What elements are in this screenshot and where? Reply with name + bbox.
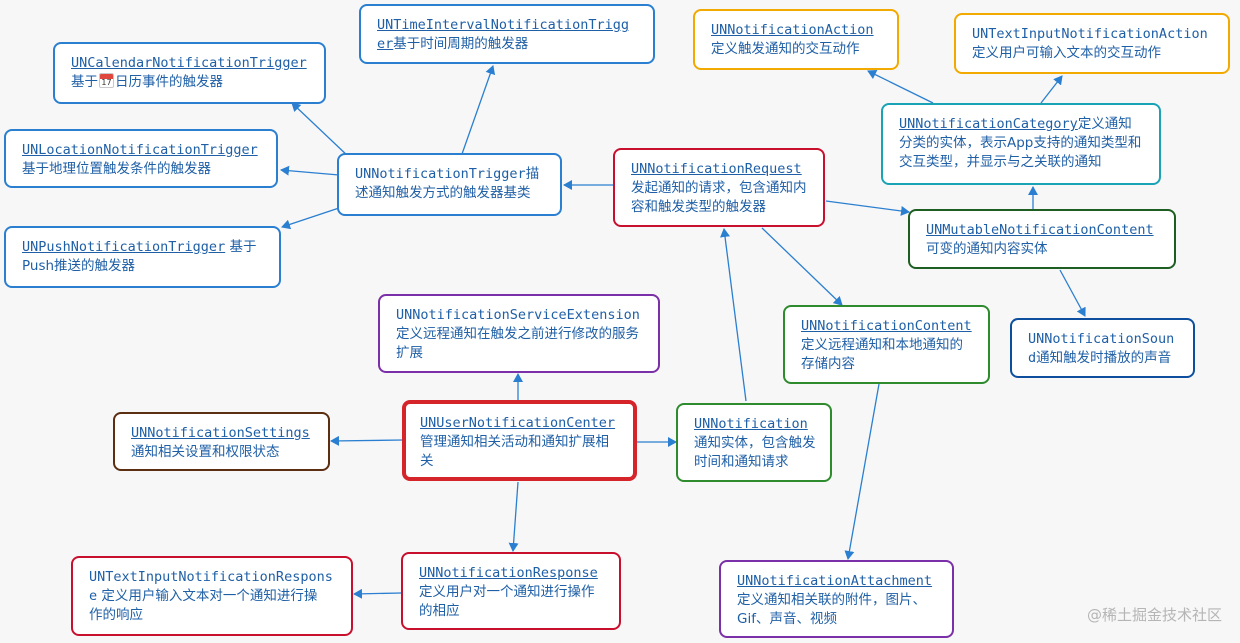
- node-title[interactable]: UNNotificationAttachment: [737, 573, 933, 589]
- node-desc: 通知触发时播放的声音: [1036, 350, 1172, 366]
- node-title-wrap[interactable]: d: [1028, 350, 1037, 366]
- edge-response-to-text-response: [353, 588, 402, 599]
- node-title[interactable]: UNNotificationContent: [801, 318, 972, 334]
- node-notification[interactable]: UNNotification 通知实体，包含触发时间和通知请求: [676, 403, 832, 482]
- node-desc: 作的响应: [89, 607, 143, 623]
- node-notification-request[interactable]: UNNotificationRequest 发起通知的请求，包含通知内容和触发类…: [613, 148, 825, 227]
- node-title[interactable]: UNUserNotificationCenter: [420, 415, 616, 431]
- node-title[interactable]: UNNotificationServiceExtension: [396, 307, 640, 323]
- node-desc: 定义通知相关联的附件，图片、Gif、声音、视频: [737, 592, 926, 627]
- node-location-trigger[interactable]: UNLocationNotificationTrigger 基于地理位置触发条件…: [4, 129, 278, 188]
- calendar-icon: 17: [99, 73, 114, 88]
- node-text-input-action[interactable]: UNTextInputNotificationAction 定义用户可输入文本的…: [954, 13, 1230, 74]
- edge-category-to-text-action: [1040, 75, 1063, 104]
- edge-request-to-content: [761, 227, 843, 306]
- node-notification-attachment[interactable]: UNNotificationAttachment 定义通知相关联的附件，图片、G…: [719, 560, 954, 638]
- node-title[interactable]: UNTextInputNotificationRespons: [89, 569, 333, 585]
- edge-content-to-attachment: [844, 383, 880, 560]
- node-title[interactable]: UNTextInputNotificationAction: [972, 26, 1208, 42]
- node-title[interactable]: UNNotificationCategory: [899, 116, 1078, 132]
- edge-mutable-to-sound: [1059, 269, 1086, 317]
- node-title-wrap[interactable]: e: [89, 588, 98, 604]
- edge-trigger-to-push: [281, 207, 340, 230]
- edge-category-to-action: [867, 70, 934, 104]
- edge-trigger-to-location: [280, 165, 340, 176]
- node-service-extension[interactable]: UNNotificationServiceExtension 定义远程通知在触发…: [378, 294, 660, 373]
- node-title[interactable]: UNNotificationRequest: [631, 161, 802, 177]
- node-title[interactable]: UNNotificationSettings: [131, 425, 310, 441]
- node-notification-category[interactable]: UNNotificationCategory定义通知 分类的实体，表示App支持…: [881, 103, 1161, 185]
- node-desc-prefix: 基于: [71, 74, 98, 90]
- node-desc: 定义远程通知和本地通知的存储内容: [801, 337, 963, 372]
- node-push-trigger[interactable]: UNPushNotificationTrigger 基于 Push推送的触发器: [4, 226, 281, 288]
- node-desc: 可变的通知内容实体: [926, 241, 1048, 257]
- node-desc: 通知相关设置和权限状态: [131, 444, 280, 460]
- node-notification-sound[interactable]: UNNotificationSoun d通知触发时播放的声音: [1010, 318, 1195, 378]
- node-desc: 日历事件的触发器: [115, 74, 223, 90]
- node-text-input-response[interactable]: UNTextInputNotificationRespons e 定义用户输入文…: [71, 556, 353, 636]
- node-desc: 管理通知相关活动和通知扩展相关: [420, 434, 609, 469]
- node-title[interactable]: UNTimeIntervalNotificationTrigg: [377, 17, 629, 33]
- node-title[interactable]: UNNotificationTrigger: [355, 166, 526, 182]
- node-notification-content[interactable]: UNNotificationContent 定义远程通知和本地通知的存储内容: [783, 305, 990, 384]
- node-time-interval-trigger[interactable]: UNTimeIntervalNotificationTrigg er基于时间周期…: [359, 4, 655, 64]
- node-title[interactable]: UNCalendarNotificationTrigger: [71, 55, 307, 71]
- node-title[interactable]: UNNotificationSoun: [1028, 331, 1175, 347]
- edge-center-to-settings: [330, 435, 404, 446]
- node-notification-settings[interactable]: UNNotificationSettings 通知相关设置和权限状态: [113, 412, 330, 471]
- node-desc: 述通知触发方式的触发器基类: [355, 185, 531, 201]
- node-title[interactable]: UNLocationNotificationTrigger: [22, 142, 258, 158]
- node-title[interactable]: UNNotificationAction: [711, 22, 874, 38]
- node-desc: 基于时间周期的触发器: [393, 36, 529, 52]
- edge-trigger-to-calendar: [291, 102, 351, 159]
- watermark: @稀土掘金技术社区: [1086, 606, 1222, 624]
- node-notification-action[interactable]: UNNotificationAction 定义触发通知的交互动作: [693, 9, 899, 70]
- node-desc: 定义用户可输入文本的交互动作: [972, 45, 1161, 61]
- node-title-wrap[interactable]: er: [377, 36, 394, 52]
- node-desc: 基于地理位置触发条件的触发器: [22, 161, 211, 177]
- node-desc: Push推送的触发器: [22, 258, 136, 274]
- node-desc: 发起通知的请求，包含通知内容和触发类型的触发器: [631, 180, 807, 215]
- edge-request-to-mutable: [825, 200, 910, 216]
- node-title[interactable]: UNPushNotificationTrigger: [22, 239, 226, 255]
- node-desc: 定义远程通知在触发之前进行修改的服务扩展: [396, 326, 639, 361]
- node-notification-trigger[interactable]: UNNotificationTrigger描 述通知触发方式的触发器基类: [337, 153, 562, 216]
- node-desc: 分类的实体，表示App支持的通知类型和交互类型，并显示与之关联的通知: [899, 135, 1142, 170]
- node-user-notification-center[interactable]: UNUserNotificationCenter 管理通知相关活动和通知扩展相关: [402, 400, 637, 481]
- node-title[interactable]: UNNotification: [694, 416, 808, 432]
- node-desc: 定义触发通知的交互动作: [711, 41, 860, 57]
- node-title[interactable]: UNNotificationResponse: [419, 565, 598, 581]
- edge-notification-to-request: [720, 228, 747, 402]
- edge-center-to-response: [508, 481, 519, 552]
- edge-trigger-to-time-interval: [461, 65, 496, 155]
- node-mutable-content[interactable]: UNMutableNotificationContent 可变的通知内容实体: [908, 209, 1176, 269]
- node-title[interactable]: UNMutableNotificationContent: [926, 222, 1154, 238]
- node-desc: 定义用户对一个通知进行操作的相应: [419, 584, 595, 619]
- node-notification-response[interactable]: UNNotificationResponse 定义用户对一个通知进行操作的相应: [401, 552, 621, 630]
- node-desc: 通知实体，包含触发时间和通知请求: [694, 435, 816, 470]
